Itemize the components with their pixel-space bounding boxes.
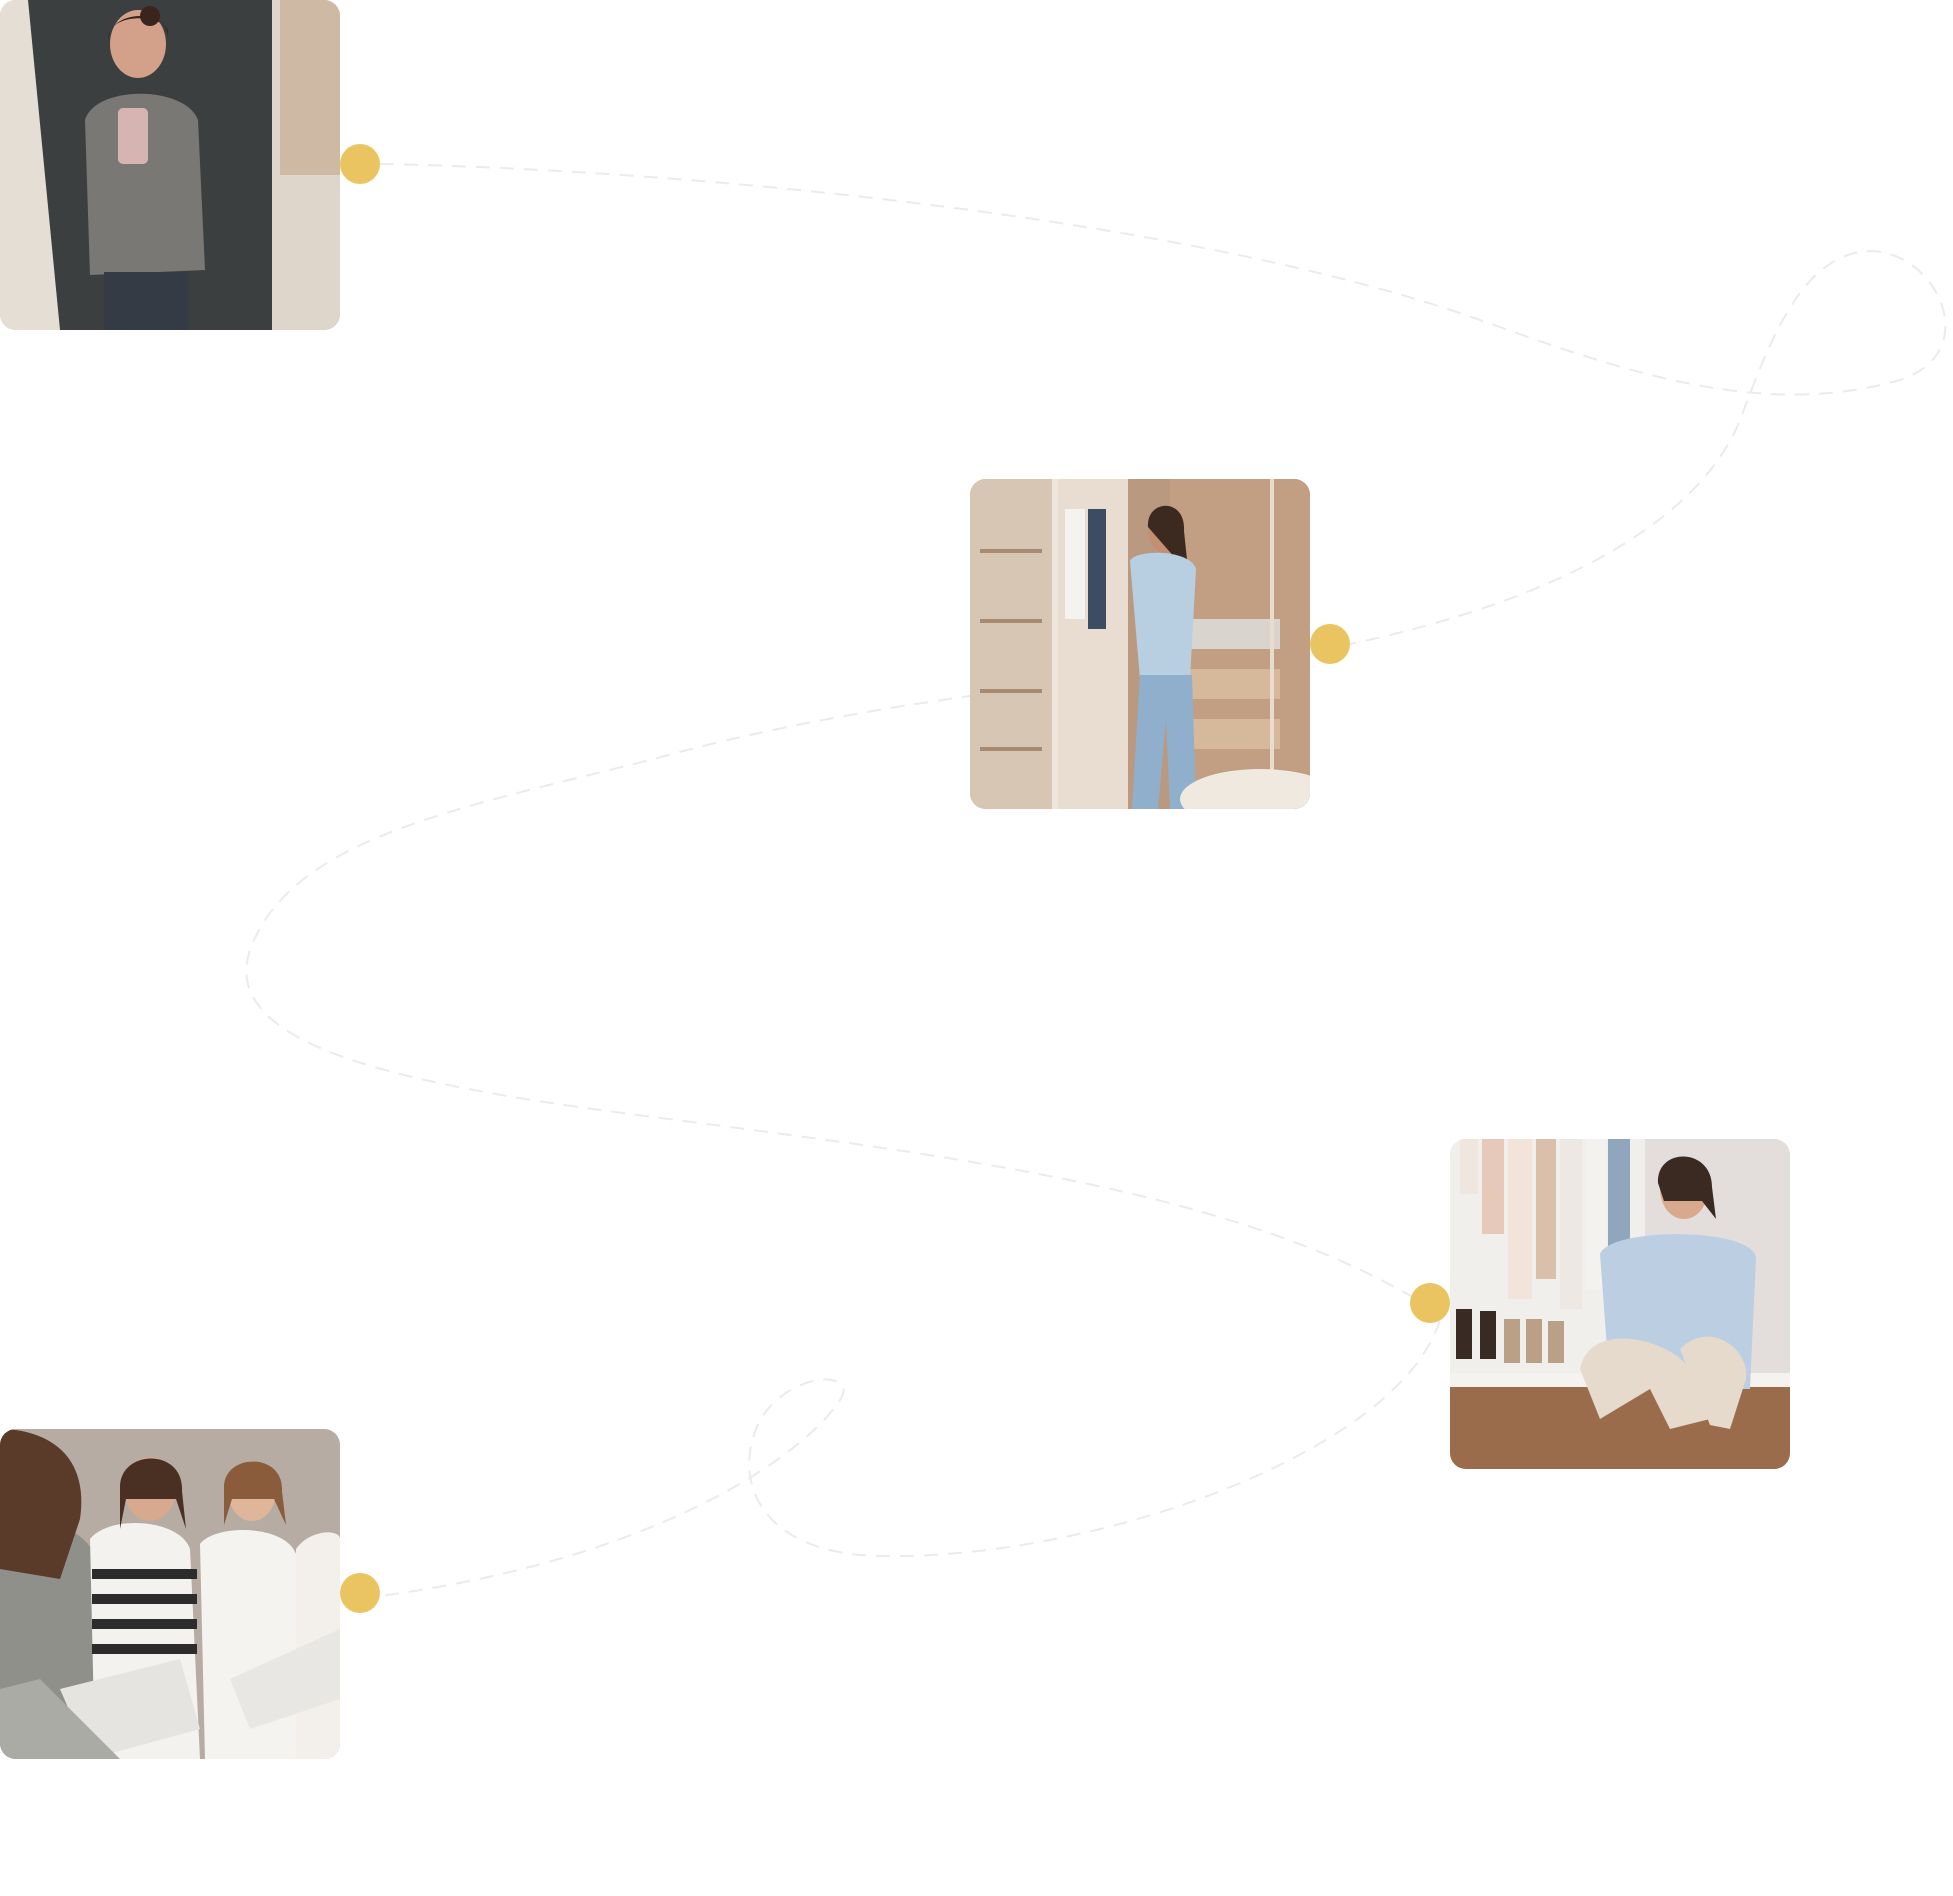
timeline-marker — [340, 1573, 380, 1613]
photo-fitting-room-selfie-icon — [0, 0, 340, 330]
photo-group-with-magazines — [0, 1429, 340, 1759]
photo-sitting-by-wardrobe — [1450, 1139, 1790, 1469]
photo-wardrobe-organizing — [970, 479, 1310, 809]
photo-fitting-room-selfie — [0, 0, 340, 330]
photo-sitting-by-wardrobe-icon — [1450, 1139, 1790, 1469]
timeline-marker — [1310, 624, 1350, 664]
photo-group-with-magazines-icon — [0, 1429, 340, 1759]
timeline-marker — [340, 144, 380, 184]
timeline-marker — [1410, 1283, 1450, 1323]
photo-wardrobe-organizing-icon — [970, 479, 1310, 809]
